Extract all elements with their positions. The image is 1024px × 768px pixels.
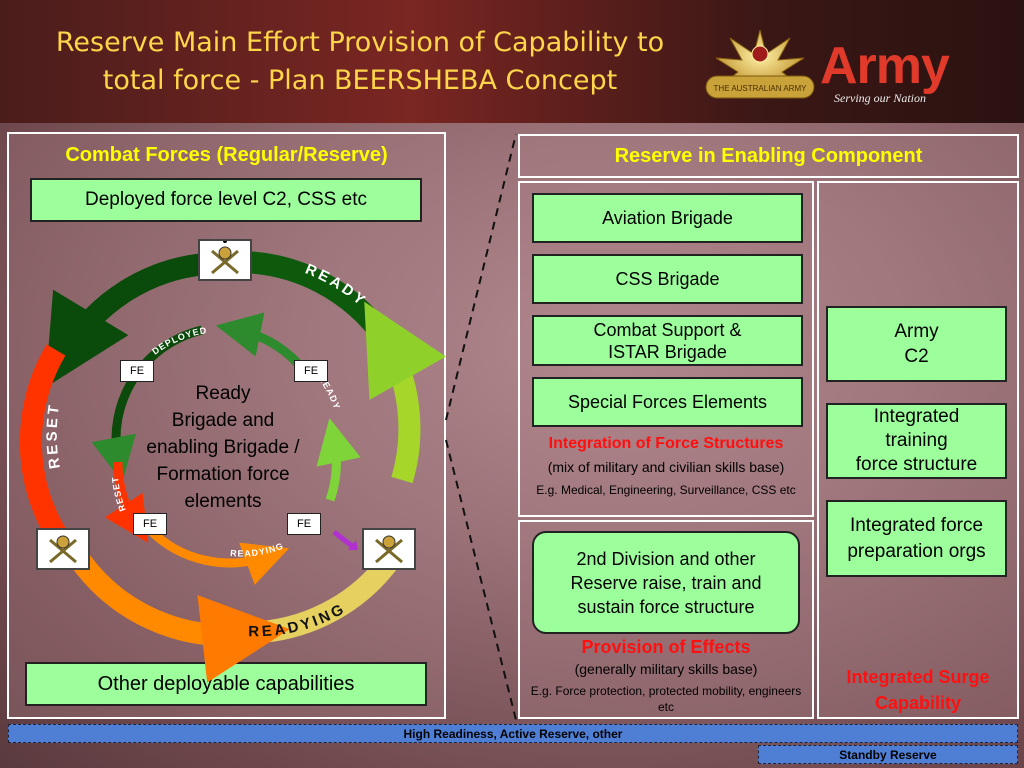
- combat-forces-title: Combat Forces (Regular/Reserve): [65, 144, 388, 166]
- army-logo-text: Army: [820, 37, 950, 95]
- army-badge-icon: [36, 528, 90, 570]
- page-title: Reserve Main Effort Provision of Capabil…: [20, 24, 700, 100]
- fe-label: FE: [120, 360, 154, 382]
- integrated-training-box: Integrated training force structure: [826, 403, 1007, 479]
- provision-examples: E.g. Force protection, protected mobilit…: [530, 684, 802, 714]
- outer-arc-right: [364, 301, 446, 484]
- fe-label: FE: [287, 513, 321, 535]
- aviation-brigade-box: Aviation Brigade: [532, 193, 803, 243]
- title-line-1: Reserve Main Effort Provision of Capabil…: [55, 27, 665, 58]
- center-line-2: Brigade and: [171, 410, 275, 431]
- center-line-5: elements: [184, 491, 262, 512]
- inner-label-readying: READYING: [230, 541, 285, 559]
- center-line-3: enabling Brigade /: [146, 437, 300, 458]
- outer-arc-top-left: [45, 253, 207, 388]
- army-logo-subtitle: Serving our Nation: [834, 91, 926, 105]
- center-line-1: Ready: [195, 383, 251, 404]
- integration-examples: E.g. Medical, Engineering, Surveillance,…: [536, 483, 796, 497]
- combat-support-istar-box: Combat Support & ISTAR Brigade: [532, 315, 803, 366]
- zoom-line-bottom: [445, 439, 517, 721]
- outer-label-readying: READYING: [248, 600, 349, 641]
- emblem-ring-text: THE AUSTRALIAN ARMY: [714, 84, 808, 93]
- enabling-component-title: Reserve in Enabling Component: [614, 145, 923, 167]
- second-division-box: 2nd Division and other Reserve raise, tr…: [532, 531, 800, 634]
- integrated-preparation-box: Integrated force preparation orgs: [826, 500, 1007, 577]
- provision-title: Provision of Effects: [581, 637, 751, 657]
- inner-arc-readying: [146, 526, 290, 585]
- outer-arc-reset: [19, 344, 70, 546]
- fe-label: FE: [294, 360, 328, 382]
- army-emblem-icon: THE AUSTRALIAN ARMY: [705, 29, 815, 99]
- header: Reserve Main Effort Provision of Capabil…: [0, 0, 1024, 123]
- purple-arrow-icon: [332, 530, 354, 548]
- outer-arc-readying: [71, 553, 290, 683]
- army-badge-icon: [198, 239, 252, 281]
- zoom-line-top: [445, 133, 517, 421]
- outer-label-reset: RESET: [44, 401, 64, 470]
- title-line-2: total force - Plan BEERSHEBA Concept: [102, 65, 618, 96]
- standby-reserve-bar: Standby Reserve: [758, 745, 1018, 764]
- deployed-force-box: Deployed force level C2, CSS etc: [30, 178, 422, 222]
- fe-label: FE: [133, 513, 167, 535]
- center-line-4: Formation force: [156, 464, 290, 485]
- army-badge-icon: [362, 528, 416, 570]
- surge-capability-title: Integrated Surge Capability: [846, 667, 990, 713]
- high-readiness-bar: High Readiness, Active Reserve, other: [8, 724, 1018, 743]
- inner-arc-ready: [316, 417, 361, 502]
- special-forces-box: Special Forces Elements: [532, 377, 803, 427]
- integration-title: Integration of Force Structures: [548, 435, 784, 452]
- provision-subtitle: (generally military skills base): [574, 661, 758, 677]
- enabling-component-title-bar: [518, 134, 1019, 178]
- css-brigade-box: CSS Brigade: [532, 254, 803, 304]
- cycle-center-text: Ready Brigade and enabling Brigade / For…: [128, 380, 318, 515]
- army-c2-box: Army C2: [826, 306, 1007, 382]
- integration-subtitle: (mix of military and civilian skills bas…: [547, 459, 785, 475]
